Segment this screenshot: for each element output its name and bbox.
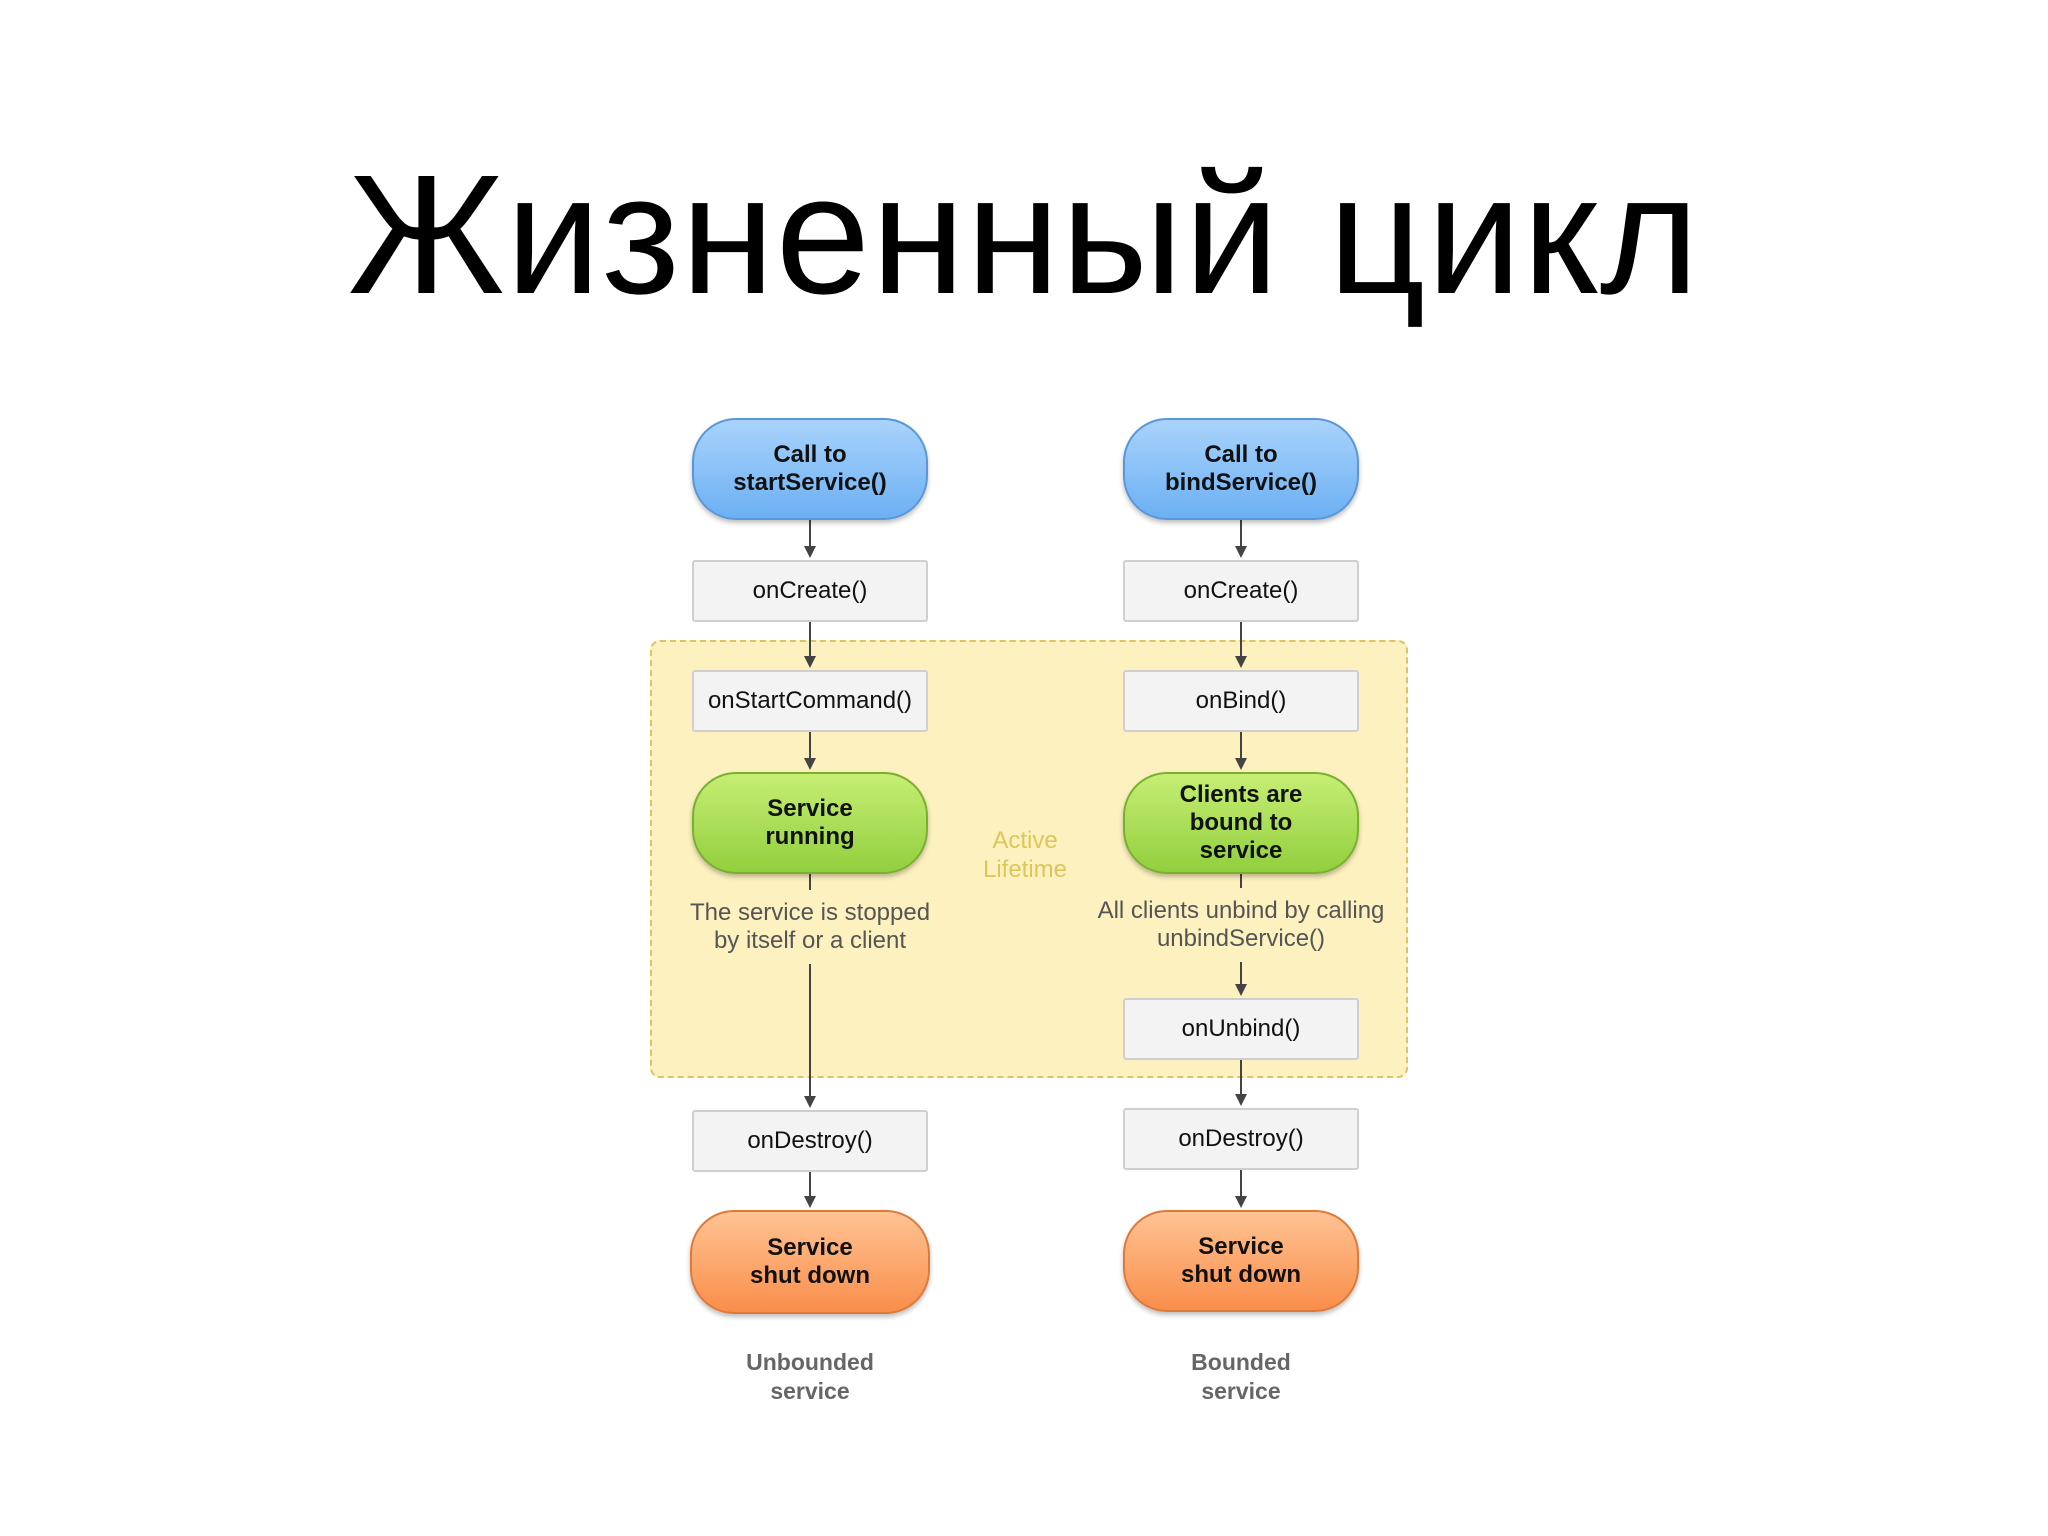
clients-bound-node: Clients are bound to service bbox=[1123, 772, 1359, 874]
on-create-node-left: onCreate() bbox=[692, 560, 928, 622]
slide-title: Жизненный цикл bbox=[347, 140, 1701, 330]
bounded-service-caption: Bounded service bbox=[1191, 1349, 1291, 1404]
on-unbind-node: onUnbind() bbox=[1123, 998, 1359, 1060]
unbounded-service-caption: Unbounded service bbox=[746, 1349, 874, 1404]
on-destroy-node-left: onDestroy() bbox=[692, 1110, 928, 1172]
service-stopped-note: The service is stopped by itself or a cl… bbox=[689, 899, 931, 954]
call-bind-service-node: Call to bindService() bbox=[1123, 418, 1359, 520]
on-start-command-node: onStartCommand() bbox=[692, 670, 928, 732]
clients-unbind-note: All clients unbind by calling unbindServ… bbox=[1097, 897, 1385, 952]
on-create-node-right: onCreate() bbox=[1123, 560, 1359, 622]
active-lifetime-label: Active Lifetime bbox=[982, 827, 1068, 883]
service-shutdown-node-right: Service shut down bbox=[1123, 1210, 1359, 1312]
on-destroy-node-right: onDestroy() bbox=[1123, 1108, 1359, 1170]
service-shutdown-node-left: Service shut down bbox=[690, 1210, 930, 1314]
on-bind-node: onBind() bbox=[1123, 670, 1359, 732]
call-start-service-node: Call to startService() bbox=[692, 418, 928, 520]
service-running-node: Service running bbox=[692, 772, 928, 874]
